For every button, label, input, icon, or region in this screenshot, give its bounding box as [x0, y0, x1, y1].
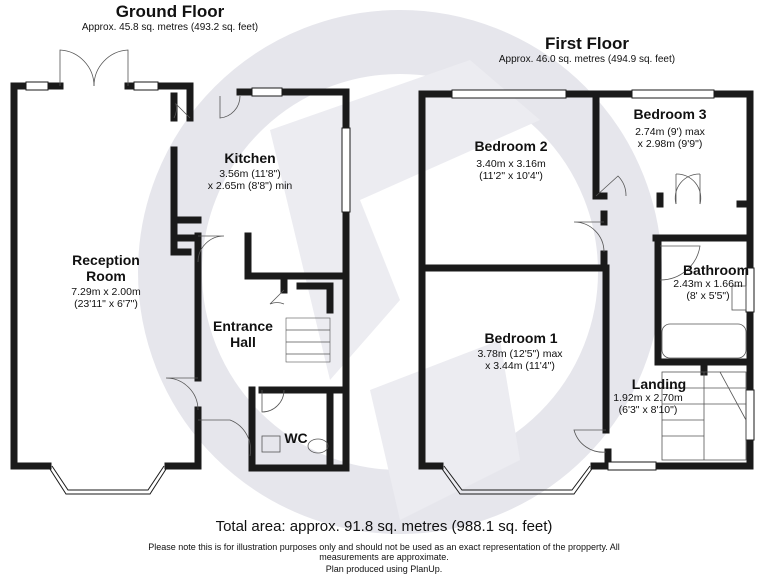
first-floor-area: Approx. 46.0 sq. metres (494.9 sq. feet): [498, 54, 676, 65]
ground-floor-title: Ground Floor: [115, 2, 225, 21]
room-dims-kitchen: 3.56m (11'8") x 2.65m (8'8") min: [207, 168, 293, 193]
disclaimer: Please note this is for illustration pur…: [148, 542, 620, 563]
room-name-entrance-hall: Entrance Hall: [213, 318, 273, 351]
room-dims-bedroom-2: 3.40m x 3.16m (11'2" x 10'4"): [476, 158, 546, 183]
total-area: Total area: approx. 91.8 sq. metres (988…: [215, 518, 553, 535]
first-floor-walls: [418, 90, 754, 470]
room-name-kitchen: Kitchen: [224, 150, 276, 166]
first-floor-doors: [573, 173, 747, 461]
first-floor-windows: [439, 89, 755, 495]
room-name-bedroom-3: Bedroom 3: [633, 106, 707, 122]
room-name-reception: Reception Room: [72, 252, 140, 285]
credit: Plan produced using PlanUp.: [325, 564, 443, 574]
room-name-bathroom: Bathroom: [682, 262, 750, 278]
room-dims-bathroom: 2.43m x 1.66m (8' x 5'5"): [673, 278, 743, 303]
ground-floor-area: Approx. 45.8 sq. metres (493.2 sq. feet): [81, 22, 259, 33]
ground-floor-windows: [25, 81, 351, 495]
room-name-bedroom-1: Bedroom 1: [484, 330, 558, 346]
watermark-logo: [138, 10, 662, 534]
room-name-landing: Landing: [631, 376, 687, 392]
room-name-wc: WC: [284, 430, 308, 446]
first-floor-title: First Floor: [544, 34, 630, 53]
room-name-bedroom-2: Bedroom 2: [474, 138, 548, 154]
room-dims-reception: 7.29m x 2.00m (23'11" x 6'7"): [71, 286, 141, 311]
room-dims-bedroom-3: 2.74m (9') max x 2.98m (9'9"): [635, 126, 705, 151]
room-dims-landing: 1.92m x 2.70m (6'3" x 8'10"): [613, 392, 683, 417]
ground-floor-walls: [10, 82, 350, 472]
ground-floor-doors: [59, 49, 331, 457]
room-dims-bedroom-1: 3.78m (12'5") max x 3.44m (11'4"): [477, 348, 563, 373]
